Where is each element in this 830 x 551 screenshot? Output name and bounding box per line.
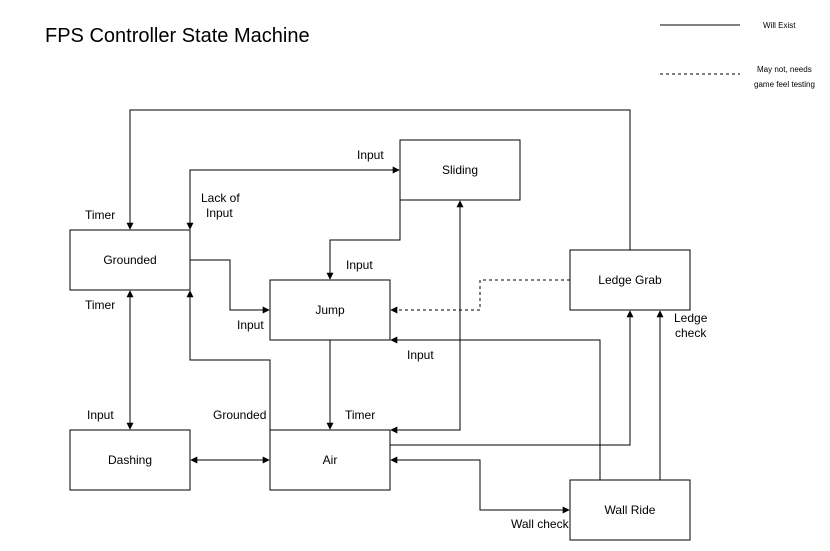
edge-air-wallride	[390, 456, 570, 514]
node-grounded-box	[69, 229, 191, 291]
node-air: Air	[269, 429, 391, 491]
node-grounded: Grounded	[69, 229, 191, 291]
legend-solid-label: Will Exist	[763, 21, 796, 30]
node-sliding: Sliding	[399, 139, 521, 201]
edge-ledgegrab-to-grounded	[126, 109, 631, 250]
node-dashing-label: Dashing	[108, 453, 152, 467]
node-jump-label: Jump	[315, 303, 345, 317]
node-wall-ride-box	[569, 479, 691, 541]
node-jump-box	[269, 279, 391, 341]
node-dashing-box	[69, 429, 191, 491]
node-dashing: Dashing	[69, 429, 191, 491]
label-input-to-jump-top: Input	[346, 258, 373, 272]
label-timer-top: Timer	[85, 208, 115, 222]
edge-grounded-to-jump	[190, 259, 270, 314]
node-air-label: Air	[323, 453, 338, 467]
edge-ledgegrab-to-jump-dashed	[390, 279, 570, 314]
node-ledge-grab-label: Ledge Grab	[598, 273, 662, 287]
label-ledge-check-line1: Ledge	[674, 311, 708, 325]
label-lack-of-input-line1: Lack of	[201, 191, 240, 205]
label-wall-check: Wall check	[511, 517, 570, 531]
label-timer-air: Timer	[345, 408, 375, 422]
label-grounded: Grounded	[213, 408, 266, 422]
node-wall-ride-label: Wall Ride	[605, 503, 656, 517]
node-air-box	[269, 429, 391, 491]
diagram-title: FPS Controller State Machine	[45, 25, 310, 47]
legend-dashed-label-line1: May not, needs	[757, 65, 812, 74]
node-ledge-grab: Ledge Grab	[569, 249, 691, 311]
label-input-from-wall: Input	[407, 348, 434, 362]
node-jump: Jump	[269, 279, 391, 341]
edge-air-sliding	[390, 200, 464, 434]
label-input-to-sliding: Input	[357, 148, 384, 162]
node-sliding-box	[399, 139, 521, 201]
label-timer-mid: Timer	[85, 298, 115, 312]
node-sliding-label: Sliding	[442, 163, 478, 177]
edge-grounded-sliding	[186, 166, 400, 230]
legend-dashed-label-line2: game feel testing	[754, 80, 815, 89]
edge-air-to-grounded	[186, 290, 271, 430]
node-grounded-label: Grounded	[103, 253, 156, 267]
edge-air-to-ledgegrab	[390, 310, 634, 446]
label-input-to-dashing: Input	[87, 408, 114, 422]
node-wall-ride: Wall Ride	[569, 479, 691, 541]
label-input-to-jump-left: Input	[237, 318, 264, 332]
label-ledge-check-line2: check	[675, 326, 707, 340]
label-lack-of-input-line2: Input	[206, 206, 233, 220]
node-ledge-grab-box	[569, 249, 691, 311]
